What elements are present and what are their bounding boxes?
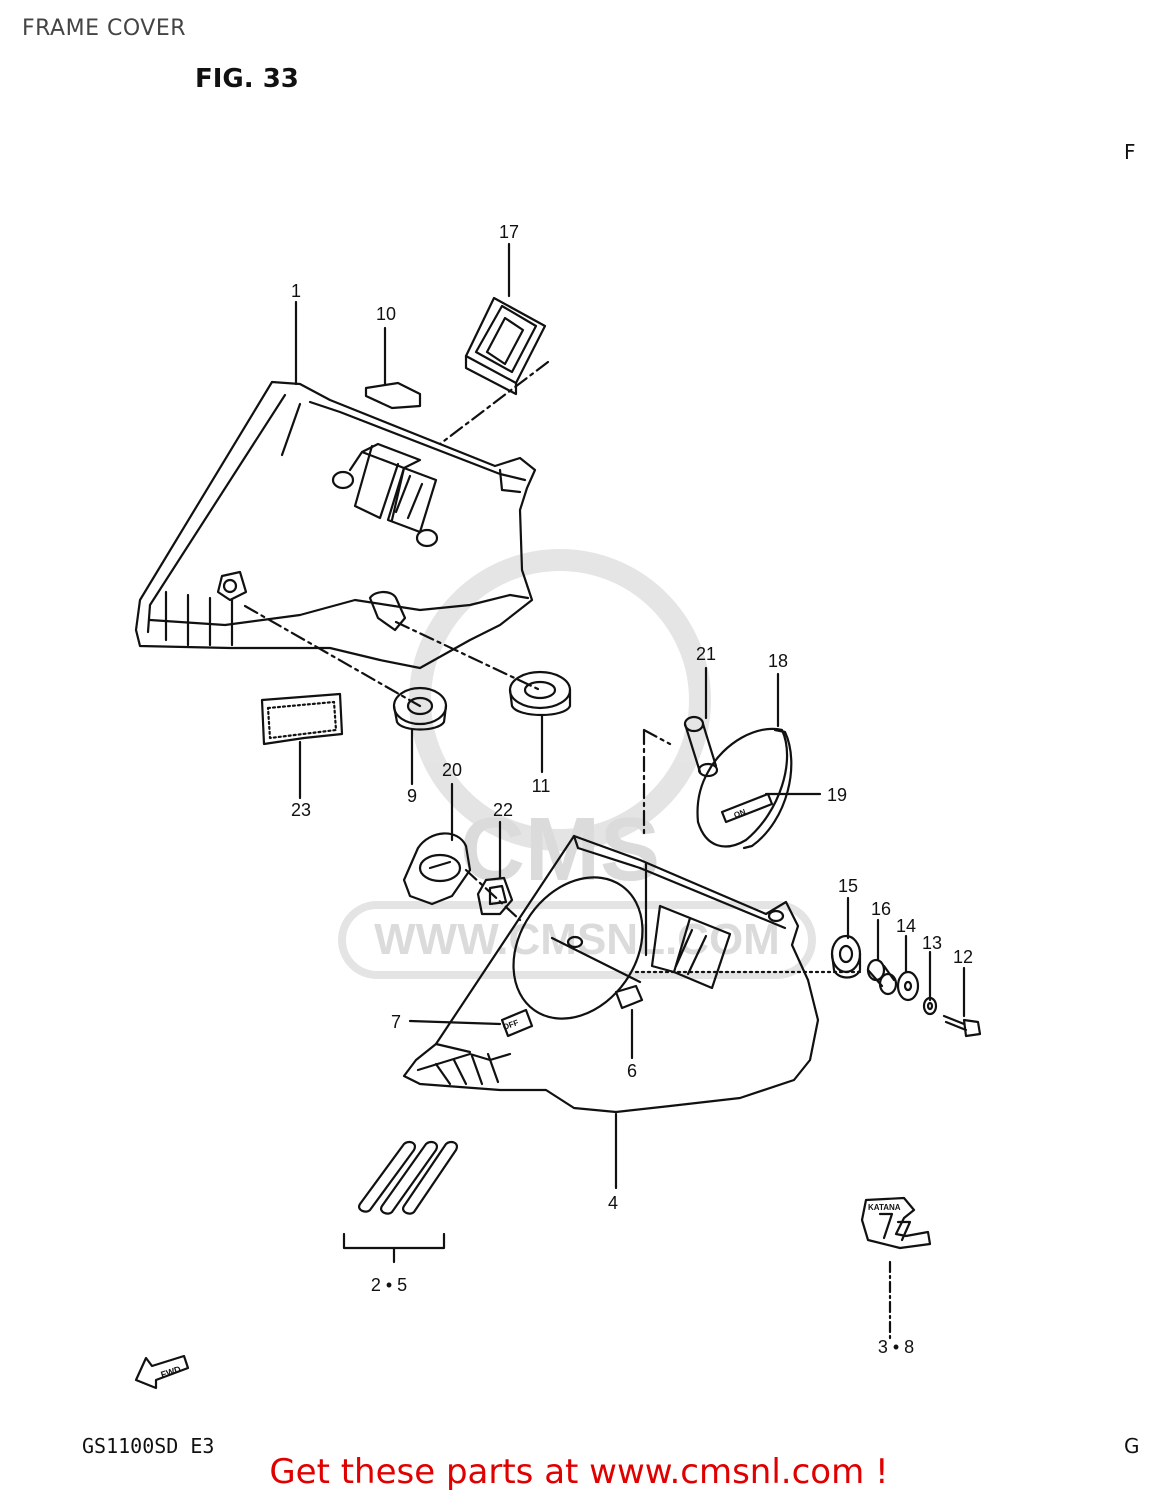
- callout-7: 7: [391, 1012, 401, 1032]
- fwd-arrow-icon: [134, 1354, 190, 1390]
- part-22-seal: [476, 876, 514, 916]
- part-17-holder: [464, 296, 547, 396]
- callout-15: 15: [838, 876, 858, 896]
- edge-mark-bottom-right: G: [1124, 1434, 1140, 1458]
- watermark-brand: CMS: [460, 800, 660, 900]
- page-header-title: FRAME COVER: [22, 16, 187, 41]
- callout-14: 14: [896, 916, 916, 936]
- callout-23: 23: [291, 800, 311, 820]
- callout-20: 20: [442, 760, 462, 780]
- callout-17: 17: [499, 222, 519, 242]
- callout-12: 12: [953, 947, 973, 967]
- callout-1: 1: [291, 281, 301, 301]
- callout-18: 18: [768, 651, 788, 671]
- callout-6: 6: [627, 1061, 637, 1081]
- model-code: GS1100SD E3: [82, 1434, 215, 1458]
- callout-16: 16: [871, 899, 891, 919]
- bracket-2-5: [342, 1232, 446, 1264]
- part-9-grommet: [392, 686, 448, 731]
- callout-labels: 1 10 17 23 9 11 20 22 21 18 19 15 16 14 …: [291, 222, 973, 1357]
- callout-11: 11: [532, 776, 551, 796]
- part-2-5-stripes: [358, 1140, 458, 1215]
- callout-19: 19: [827, 785, 847, 805]
- leader-17: [438, 360, 550, 446]
- callout-2-5: 2 • 5: [371, 1275, 407, 1295]
- watermark-url: WWW.CMSNL.COM: [374, 915, 780, 964]
- part-18-cap: [696, 727, 793, 850]
- callout-21: 21: [696, 644, 716, 664]
- part-1-left-frame-cover: [134, 380, 537, 670]
- part-11-grommet: [508, 670, 572, 716]
- part-20-cover-plate: [402, 832, 472, 906]
- callout-4: 4: [608, 1193, 618, 1213]
- part-10-cushion: [364, 381, 422, 410]
- part-21-collar: [683, 715, 719, 778]
- fwd-badge-text: FWD: [160, 1364, 183, 1380]
- callout-10: 10: [376, 304, 396, 324]
- part-3-8-katana-emblem: [860, 1196, 932, 1342]
- figure-title: FIG. 33: [195, 64, 299, 94]
- callout-3-8: 3 • 8: [878, 1337, 914, 1357]
- part-14-washer: [896, 970, 920, 1002]
- katana-badge-text: KATANA: [868, 1203, 901, 1212]
- part-12-bolt: [942, 1014, 982, 1038]
- callout-13: 13: [922, 933, 942, 953]
- part-23-pad: [260, 692, 344, 746]
- part-16-collar: [866, 958, 898, 996]
- callout-22: 22: [493, 800, 513, 820]
- watermark-logo: CMS WWW.CMSNL.COM: [338, 549, 816, 979]
- on-badge-text: ON: [733, 807, 748, 820]
- footer-cmsnl-link[interactable]: Get these parts at www.cmsnl.com !: [269, 1452, 889, 1492]
- callout-9: 9: [407, 786, 417, 806]
- edge-mark-top-right: F: [1124, 140, 1136, 164]
